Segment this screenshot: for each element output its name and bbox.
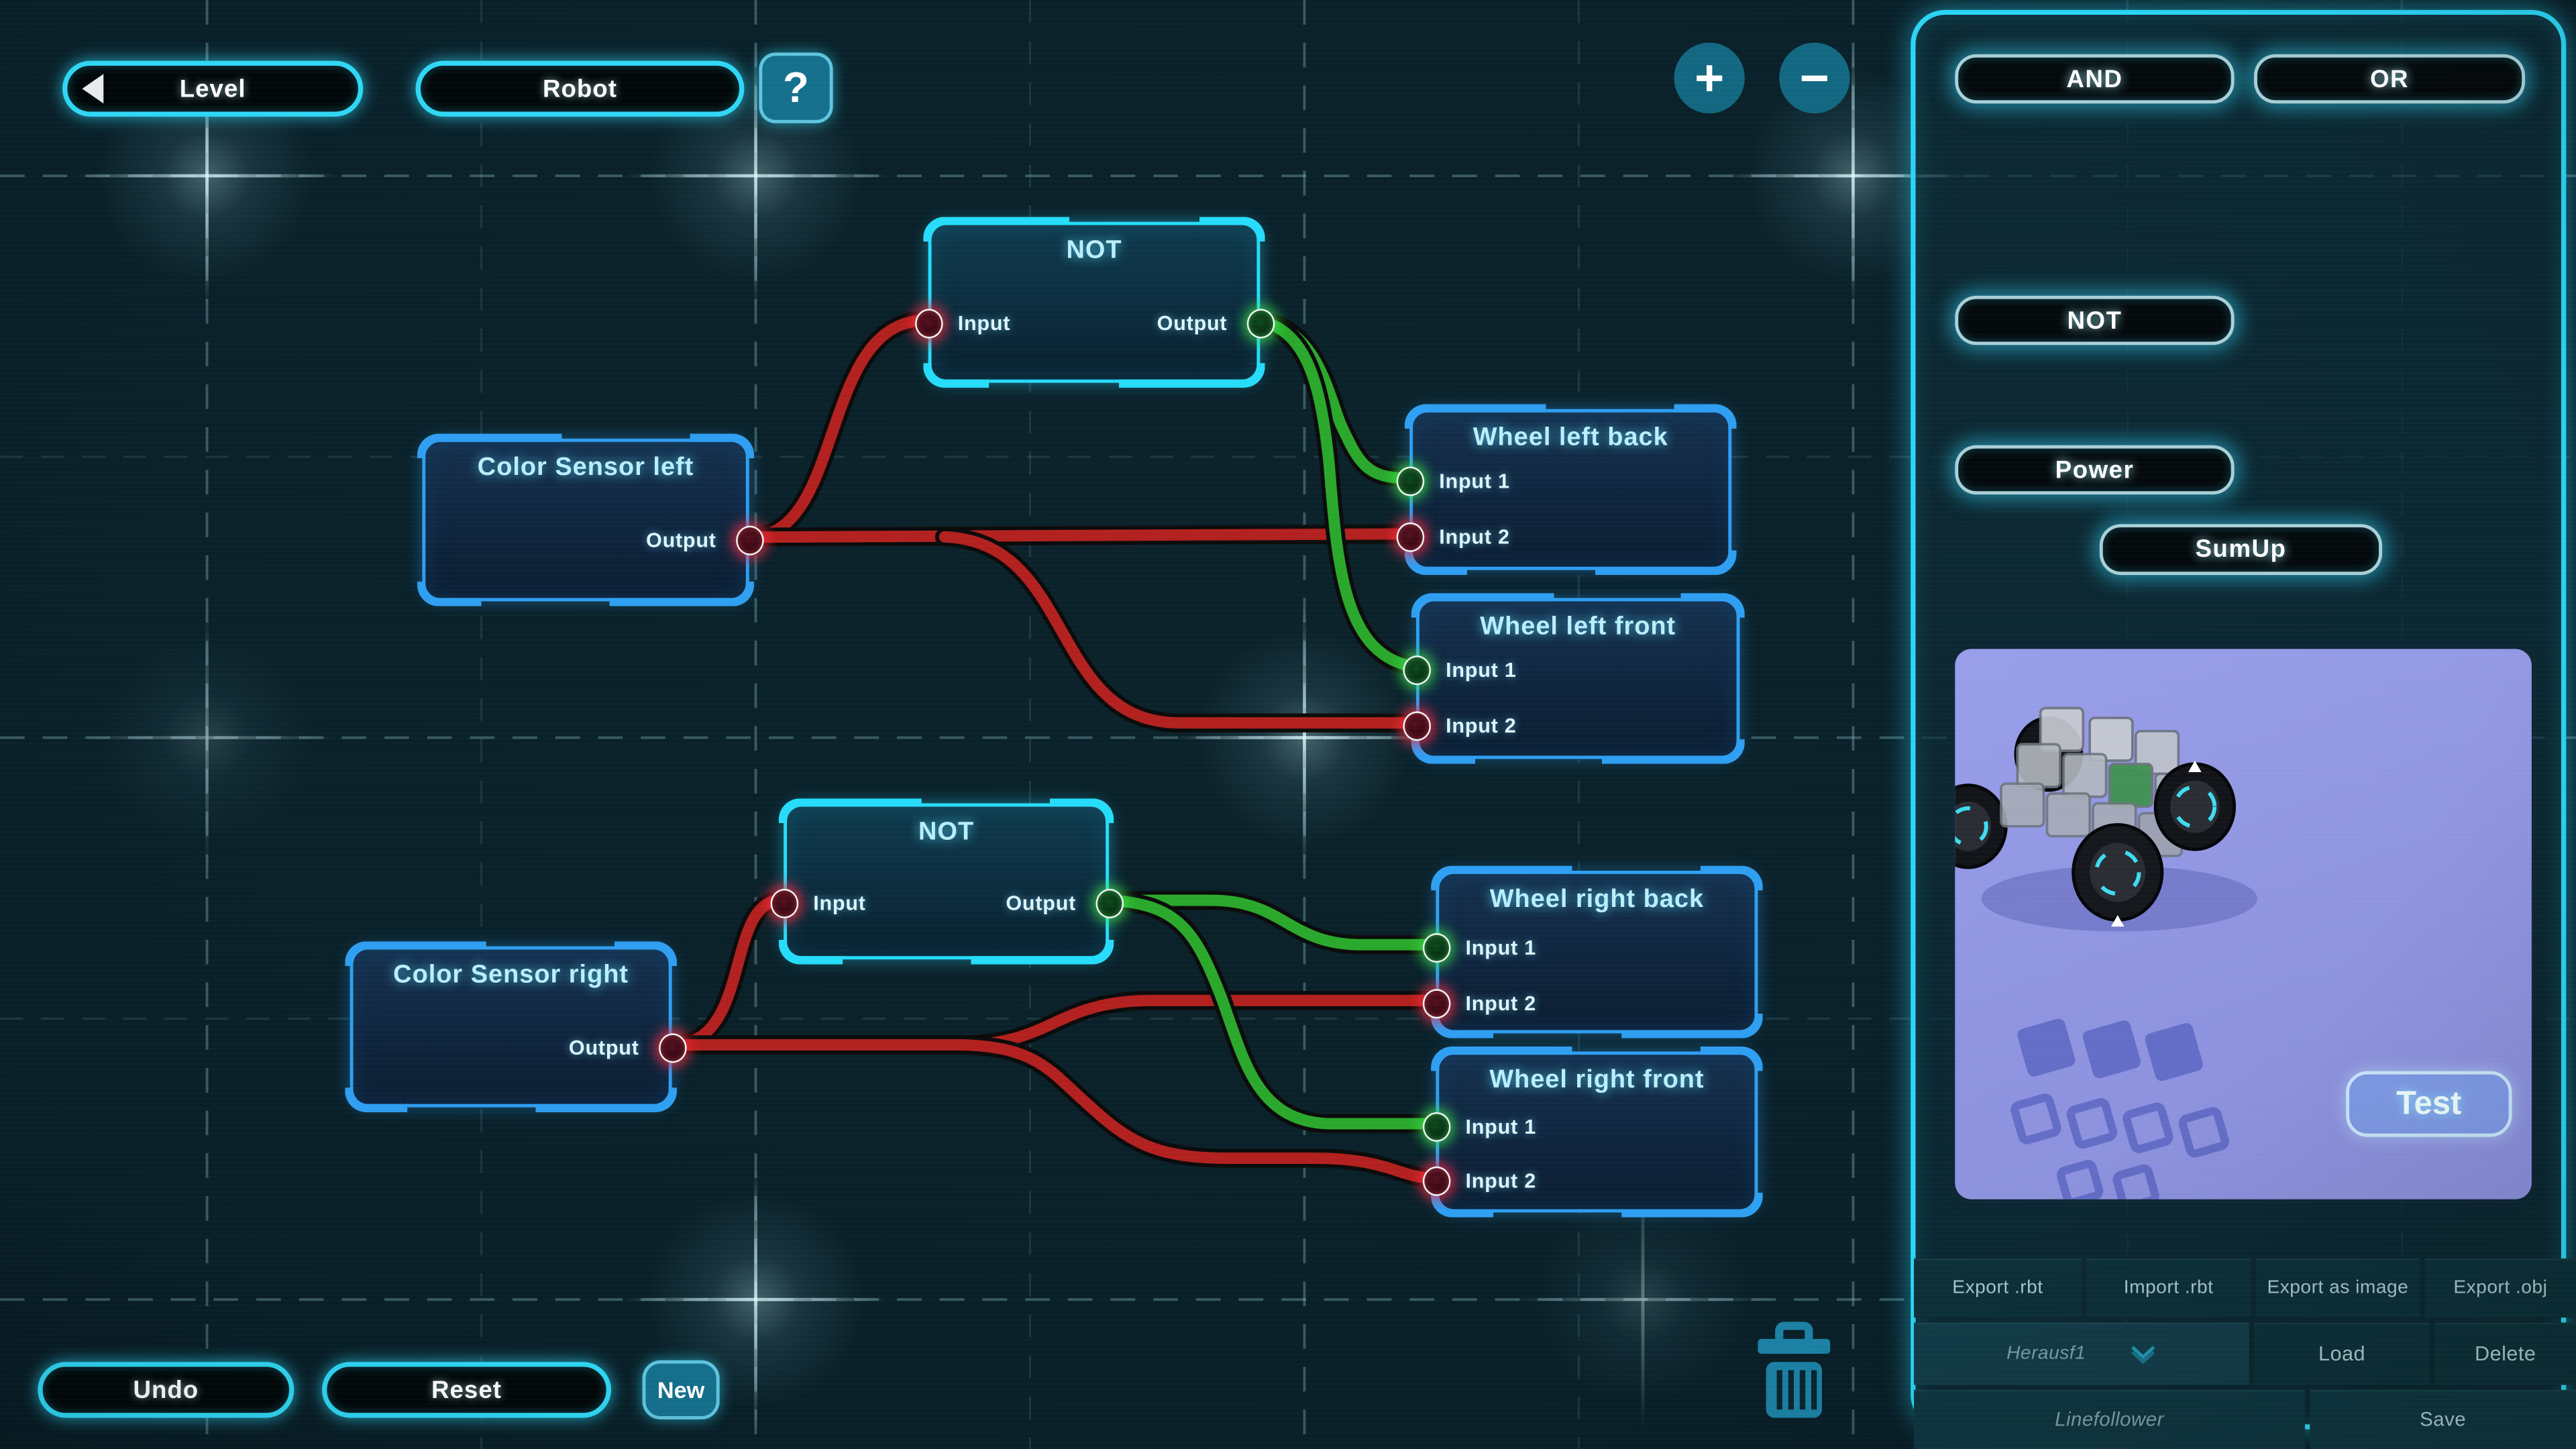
minus-icon: −	[1799, 49, 1830, 107]
node-wheel-right-back[interactable]: Wheel right back Input 1 Input 2	[1422, 865, 1763, 1038]
palette-sumup-button[interactable]: SumUp	[2099, 524, 2383, 576]
color-sensor-right-output-port[interactable]	[659, 1033, 687, 1063]
wheel-left-back-input2-port[interactable]	[1396, 522, 1425, 552]
question-mark-icon: ?	[783, 62, 809, 112]
undo-button[interactable]: Undo	[38, 1362, 294, 1418]
import-rbt-label: Import .rbt	[2123, 1278, 2214, 1298]
port-label: Input 1	[1465, 936, 1536, 960]
node-title: NOT	[918, 818, 975, 847]
save-label: Save	[2420, 1407, 2467, 1432]
level-button[interactable]: Level	[62, 60, 364, 117]
wheel-right-back-input1-port[interactable]	[1422, 933, 1451, 963]
wheel-right-front-input1-port[interactable]	[1422, 1112, 1451, 1142]
port-label: Input 2	[1465, 992, 1536, 1016]
export-rbt-label: Export .rbt	[1952, 1278, 2043, 1298]
not-right-input-port[interactable]	[770, 888, 799, 918]
wheel-left-front-input1-port[interactable]	[1403, 655, 1432, 686]
node-title: NOT	[1066, 236, 1122, 265]
save-button[interactable]: Save	[2310, 1389, 2576, 1449]
power-label: Power	[2055, 455, 2135, 484]
palette-power-button[interactable]: Power	[1955, 445, 2235, 495]
load-label: Load	[2318, 1342, 2366, 1366]
sumup-label: SumUp	[2195, 535, 2287, 564]
node-wheel-left-front[interactable]: Wheel left front Input 1 Input 2	[1403, 593, 1745, 764]
color-sensor-left-output-port[interactable]	[736, 525, 764, 555]
or-label: OR	[2369, 64, 2410, 93]
zoom-in-button[interactable]: +	[1674, 42, 1745, 113]
undo-button-label: Undo	[133, 1376, 199, 1404]
delete-button[interactable]: Delete	[2434, 1322, 2576, 1385]
port-label: Input	[813, 892, 866, 916]
test-button-label: Test	[2396, 1085, 2462, 1122]
palette-and-button[interactable]: AND	[1955, 54, 2235, 104]
wheel-left-front-input2-port[interactable]	[1403, 711, 1432, 741]
palette-or-button[interactable]: OR	[2253, 54, 2526, 104]
robot-button-label: Robot	[542, 74, 617, 103]
plus-icon: +	[1694, 49, 1725, 107]
node-title: Color Sensor right	[393, 961, 629, 989]
export-obj-button[interactable]: Export .obj	[2424, 1258, 2576, 1318]
port-label: Input	[957, 312, 1011, 335]
zoom-out-button[interactable]: −	[1779, 42, 1850, 113]
chevron-down-icon	[2131, 1346, 2155, 1364]
palette-not-button[interactable]: NOT	[1955, 295, 2235, 345]
delete-label: Delete	[2474, 1342, 2536, 1366]
export-obj-label: Export .obj	[2453, 1278, 2548, 1298]
not-right-output-port[interactable]	[1095, 888, 1124, 918]
new-button[interactable]: New	[642, 1360, 720, 1419]
node-color-sensor-left[interactable]: Color Sensor left Output	[417, 433, 764, 606]
robot-render	[1955, 706, 2257, 1199]
node-title: Wheel left back	[1472, 423, 1668, 452]
port-label: Input 1	[1465, 1115, 1536, 1139]
wheel-left-back-input1-port[interactable]	[1396, 466, 1425, 496]
port-label: Input 2	[1465, 1169, 1536, 1193]
robot-button[interactable]: Robot	[415, 60, 745, 117]
port-label: Output	[1006, 892, 1077, 916]
port-label: Input 2	[1439, 525, 1510, 549]
import-rbt-button[interactable]: Import .rbt	[2086, 1258, 2251, 1318]
node-color-sensor-right[interactable]: Color Sensor right Output	[345, 941, 687, 1112]
node-wheel-left-back[interactable]: Wheel left back Input 1 Input 2	[1396, 404, 1737, 576]
node-title: Wheel right back	[1489, 885, 1705, 914]
wheel-right-front-input2-port[interactable]	[1422, 1166, 1451, 1196]
new-button-label: New	[657, 1377, 705, 1403]
help-button[interactable]: ?	[759, 52, 833, 123]
port-label: Input 2	[1446, 714, 1517, 738]
load-button[interactable]: Load	[2253, 1322, 2430, 1385]
node-title: Wheel right front	[1489, 1066, 1705, 1095]
node-title: Wheel left front	[1480, 612, 1676, 641]
robot-file-name: Herausf1	[2006, 1344, 2086, 1364]
node-not-left[interactable]: NOT Input Output	[915, 217, 1275, 388]
program-file-name: Linefollower	[2055, 1407, 2164, 1432]
not-left-input-port[interactable]	[915, 309, 943, 339]
test-button[interactable]: Test	[2346, 1071, 2512, 1137]
export-rbt-button[interactable]: Export .rbt	[1914, 1258, 2082, 1318]
wheel-right-back-input2-port[interactable]	[1422, 989, 1451, 1019]
and-label: AND	[2066, 64, 2123, 93]
not-left-output-port[interactable]	[1246, 309, 1275, 339]
back-icon	[82, 74, 104, 104]
export-image-button[interactable]: Export as image	[2255, 1258, 2420, 1318]
node-wheel-right-front[interactable]: Wheel right front Input 1 Input 2	[1422, 1046, 1763, 1218]
port-label: Output	[646, 529, 716, 552]
robot-preview: Test	[1955, 649, 2532, 1199]
reset-button-label: Reset	[431, 1376, 502, 1404]
node-not-right[interactable]: NOT Input Output	[770, 798, 1124, 965]
export-image-label: Export as image	[2267, 1278, 2409, 1298]
reset-button[interactable]: Reset	[321, 1362, 612, 1418]
port-label: Input 1	[1446, 659, 1517, 682]
node-title: Color Sensor left	[477, 453, 694, 482]
port-label: Output	[1157, 312, 1228, 335]
robot-file-dropdown[interactable]: Herausf1	[1914, 1322, 2249, 1385]
not-label: NOT	[2067, 306, 2123, 335]
program-file-field[interactable]: Linefollower	[1914, 1389, 2305, 1449]
port-label: Input 1	[1439, 470, 1510, 493]
port-label: Output	[568, 1036, 639, 1060]
trash-icon	[1758, 1322, 1831, 1418]
trash-button[interactable]	[1752, 1321, 1837, 1423]
level-button-label: Level	[179, 74, 246, 103]
